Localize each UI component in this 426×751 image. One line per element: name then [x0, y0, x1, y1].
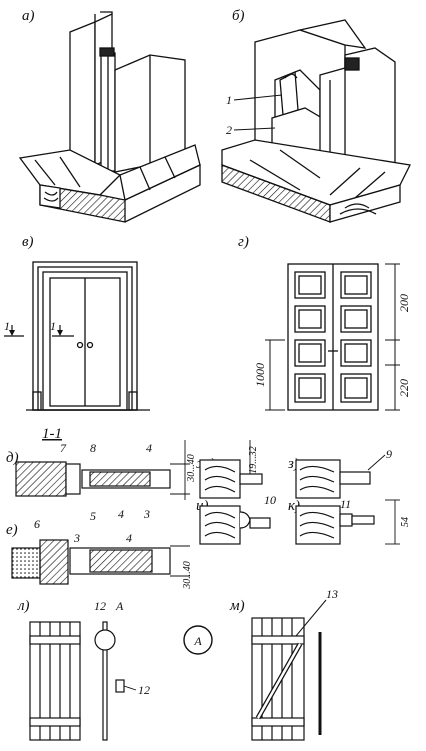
section-label: 1-1 [42, 426, 62, 442]
label-l: л) [17, 598, 30, 614]
part-number-3-e: 3 [73, 531, 80, 545]
part-number-7: 7 [60, 441, 67, 455]
part-number-10: 10 [264, 493, 276, 507]
panel-m-braced-plank-door [251, 617, 322, 741]
panel-e-section [11, 539, 190, 585]
part-number-4-mid: 4 [118, 507, 124, 521]
cut-mark-left: 1 [4, 319, 10, 333]
part-number-6: 6 [34, 517, 40, 531]
label-g: г) [238, 234, 249, 250]
detail-callout-a: А [115, 599, 124, 613]
label-a: а) [22, 8, 35, 24]
leader-2 [233, 127, 276, 131]
panel-i-section [199, 505, 271, 545]
dim-k-size: 54 [400, 517, 411, 527]
cut-mark-right: 1 [50, 319, 56, 333]
leader-13 [295, 599, 327, 637]
part-number-12-top: 12 [94, 599, 106, 613]
dim-e-thickness: 30...40 [182, 561, 193, 590]
dim-g-height: 1000 [253, 363, 267, 387]
detail-circle-a-text: А [193, 634, 202, 648]
panel-l-plank-door [29, 621, 137, 741]
panel-v-door-elevation [26, 261, 150, 411]
label-e: е) [6, 522, 18, 538]
label-m: м) [229, 598, 245, 614]
panel-zh-section [199, 440, 263, 499]
part-number-13: 13 [326, 587, 338, 601]
panel-z-section [295, 454, 386, 499]
label-v: в) [22, 234, 34, 250]
panel-b-door-casing-corner [221, 19, 411, 223]
panel-k-section [295, 499, 400, 545]
dim-g-bottom: 220 [397, 379, 411, 397]
panel-a-door-frame-corner [18, 11, 201, 223]
part-number-9: 9 [386, 447, 392, 461]
detail-circle-a: А [183, 625, 213, 655]
dim-zh-size: 19...32 [248, 446, 259, 474]
part-number-4-e: 4 [126, 531, 132, 545]
part-number-3: 3 [143, 507, 150, 521]
dim-d-thickness: 30...40 [186, 454, 197, 483]
part-number-1: 1 [226, 93, 232, 107]
part-number-8: 8 [90, 441, 96, 455]
part-number-11: 11 [340, 497, 351, 511]
panel-d-section [15, 440, 190, 500]
part-number-5: 5 [90, 509, 96, 523]
part-number-12-detail: 12 [138, 683, 150, 697]
label-b: б) [232, 8, 245, 24]
part-number-4-top: 4 [146, 441, 152, 455]
label-z: з) [287, 456, 299, 472]
part-number-2: 2 [226, 123, 232, 137]
panel-g-panel-door-elevation [265, 263, 400, 411]
leader-1 [233, 94, 283, 101]
dim-g-top: 200 [397, 294, 411, 312]
